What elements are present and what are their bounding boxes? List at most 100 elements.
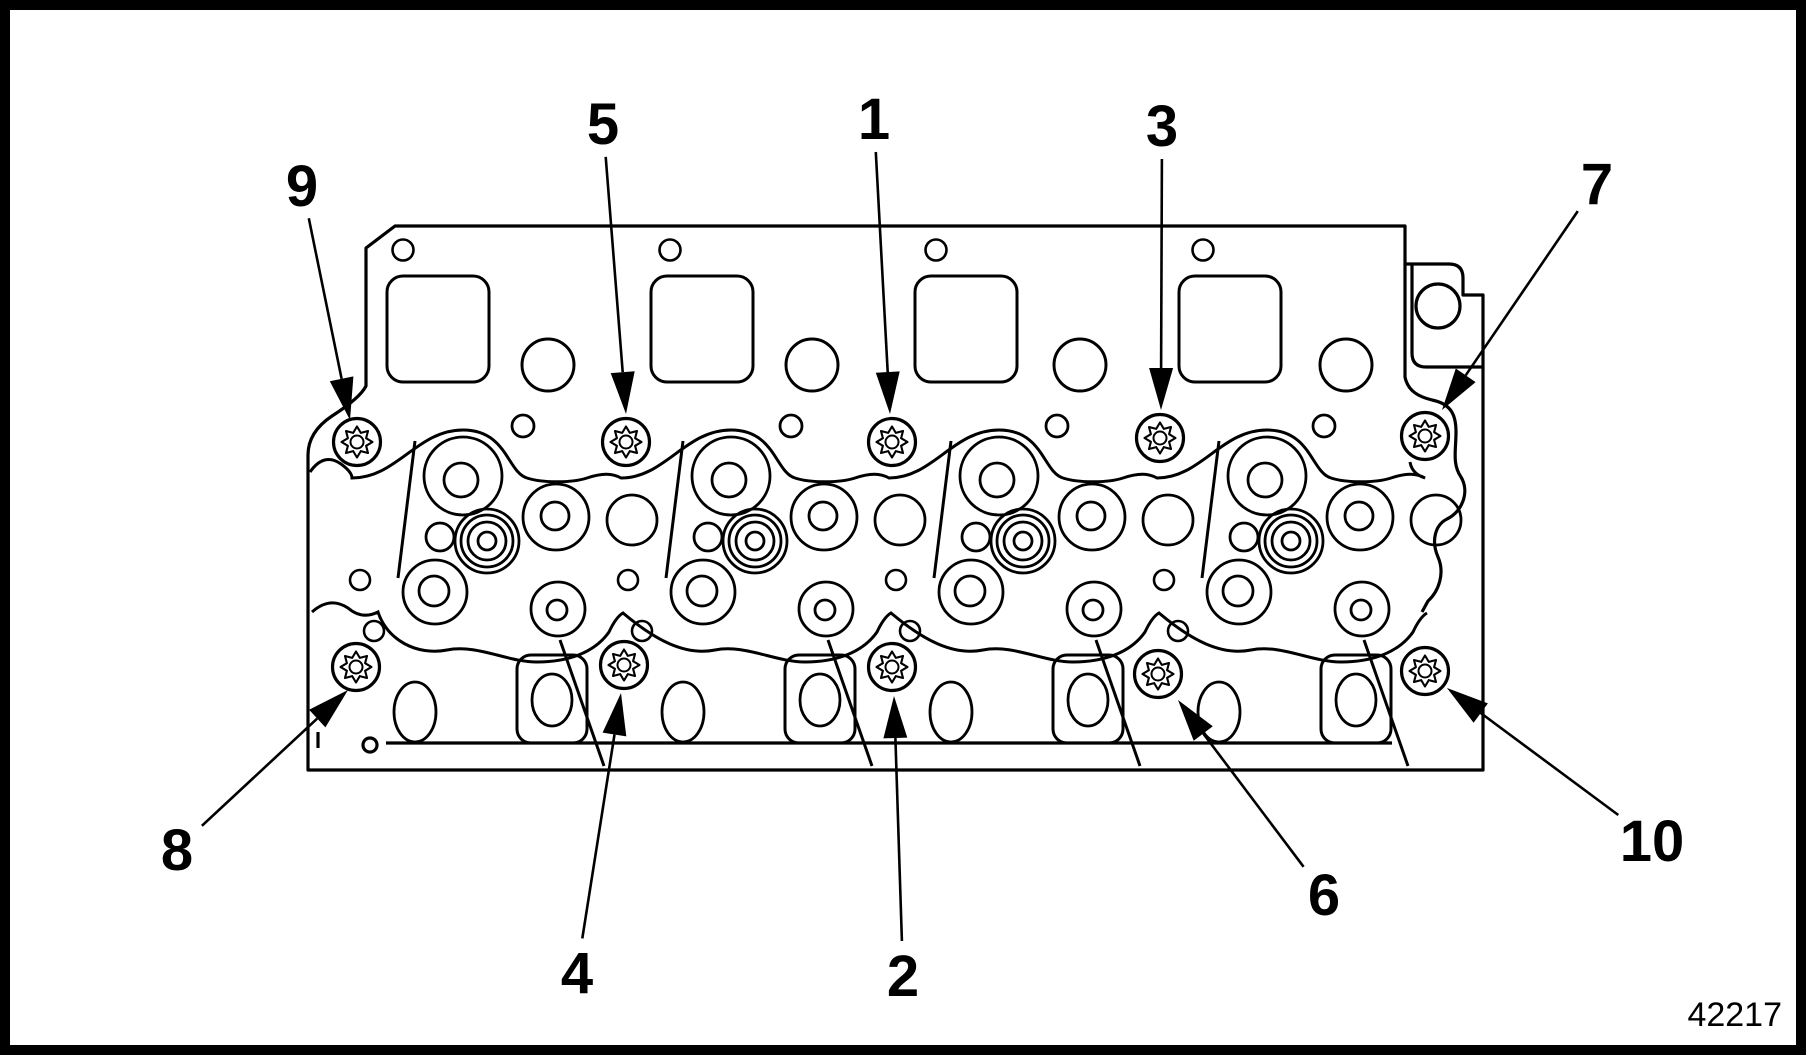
valve-boss-circle (989, 507, 1057, 575)
bolt-outer-circle (330, 641, 382, 693)
bolt-center-hole (884, 434, 900, 450)
casting-edge-line (558, 639, 606, 767)
torx-star-icon (1408, 419, 1442, 453)
torx-star-icon (609, 425, 643, 459)
sequence-number-label: 1 (858, 87, 890, 152)
head-topright-block (1410, 264, 1483, 369)
torx-star-icon (607, 648, 641, 682)
bolt-center-hole (349, 434, 365, 450)
valve-boss-circle (789, 482, 859, 552)
bolt-center-hole (1417, 428, 1433, 444)
valve-boss-circle (744, 530, 766, 552)
mid-small-hole (510, 413, 536, 439)
column-small-hole (884, 568, 908, 592)
head-bolts (330, 410, 1451, 700)
valve-boss-circle (1257, 507, 1325, 575)
valve-boss-circle (690, 435, 772, 517)
sequence-number-label: 8 (161, 818, 193, 883)
valve-boss-circle (1280, 530, 1302, 552)
torx-star-icon (875, 425, 909, 459)
valve-boss-circle (466, 520, 508, 562)
valve-boss-circle (1333, 580, 1391, 638)
mid-small-hole (778, 413, 804, 439)
bolt-center-hole (884, 659, 900, 675)
valve-boss-circle (1263, 513, 1319, 569)
torx-star-icon (1143, 421, 1177, 455)
bottom-oval-hole (798, 672, 842, 728)
top-small-hole (391, 238, 415, 262)
valve-boss-circle (1349, 598, 1373, 622)
callout-6: 6 (1178, 700, 1340, 928)
valve-boss-circle (727, 513, 783, 569)
bolt-outer-circle (600, 416, 652, 468)
valve-boss-circle (1325, 482, 1395, 552)
valve-boss-circle (953, 574, 987, 608)
boss-lower-contour (311, 601, 1428, 664)
arrowhead-icon (309, 690, 348, 728)
callout-4: 4 (561, 693, 627, 1006)
rocker-edge-line (664, 440, 685, 579)
torx-bolt-seq-3 (1134, 412, 1186, 464)
valve-boss-circle (734, 520, 776, 562)
leader-line (894, 737, 904, 942)
rocker-edge-line (1200, 440, 1221, 579)
valve-boss-circle (1075, 500, 1107, 532)
sequence-number-label: 2 (887, 944, 919, 1009)
torx-bolt-seq-5 (600, 416, 652, 468)
arrowhead-icon (883, 696, 908, 739)
leader-line (874, 151, 889, 373)
bottom-leg (1319, 653, 1393, 745)
callout-1: 1 (858, 87, 900, 414)
port-row (385, 238, 1374, 439)
head-right-inner-contour (1403, 264, 1467, 613)
leader-line (604, 156, 624, 373)
bottom-oval-hole (1066, 672, 1110, 728)
valve-boss-circle (1343, 500, 1375, 532)
port-opening (385, 274, 491, 384)
torx-bolt-seq-4 (598, 639, 650, 691)
leader-line (307, 218, 343, 380)
column-small-hole (348, 568, 372, 592)
sequence-number-label: 10 (1620, 809, 1685, 874)
bottom-leg (783, 653, 857, 745)
torx-bolt-seq-8 (330, 641, 382, 693)
valve-boss-circle (1226, 435, 1308, 517)
valve-boss-circle (1228, 521, 1260, 553)
valve-boss-circle (529, 580, 587, 638)
valve-boss-circle (476, 530, 498, 552)
bolt-outer-circle (1399, 410, 1451, 462)
valve-boss-circle (424, 521, 456, 553)
torx-bolt-seq-2 (866, 641, 918, 693)
bolt-outer-circle (866, 416, 918, 468)
valve-boss-circle (1012, 530, 1034, 552)
sequence-number-label: 4 (561, 941, 593, 1006)
boss-upper-contour (308, 428, 1426, 484)
bottom-oval-hole (392, 680, 438, 744)
head-silhouette (306, 224, 1485, 772)
bolt-center-hole (1150, 666, 1166, 682)
valve-boss-circle (1270, 520, 1312, 562)
torx-star-icon (339, 650, 373, 684)
bolt-outer-circle (1399, 645, 1451, 697)
port-circle-hole (1052, 337, 1108, 393)
bottom-leg (1051, 653, 1125, 745)
callout-7: 7 (1442, 152, 1613, 410)
sequence-number-label: 9 (286, 154, 318, 219)
callout-10: 10 (1447, 688, 1684, 874)
valve-boss-circle (1081, 598, 1105, 622)
sequence-number-label: 3 (1146, 94, 1178, 159)
callout-8: 8 (161, 690, 348, 883)
port-opening (649, 274, 755, 384)
bottom-oval-hole (1334, 672, 1378, 728)
valve-boss-circle (1065, 580, 1123, 638)
valve-boss-circle (937, 558, 1005, 626)
valve-boss-circle (521, 482, 591, 552)
valve-boss-circle (685, 574, 719, 608)
arrowhead-icon (1149, 368, 1174, 410)
column-small-hole (898, 619, 922, 643)
leader-line (581, 734, 616, 939)
valve-boss-circle (1409, 493, 1463, 547)
bolt-outer-circle (331, 416, 383, 468)
